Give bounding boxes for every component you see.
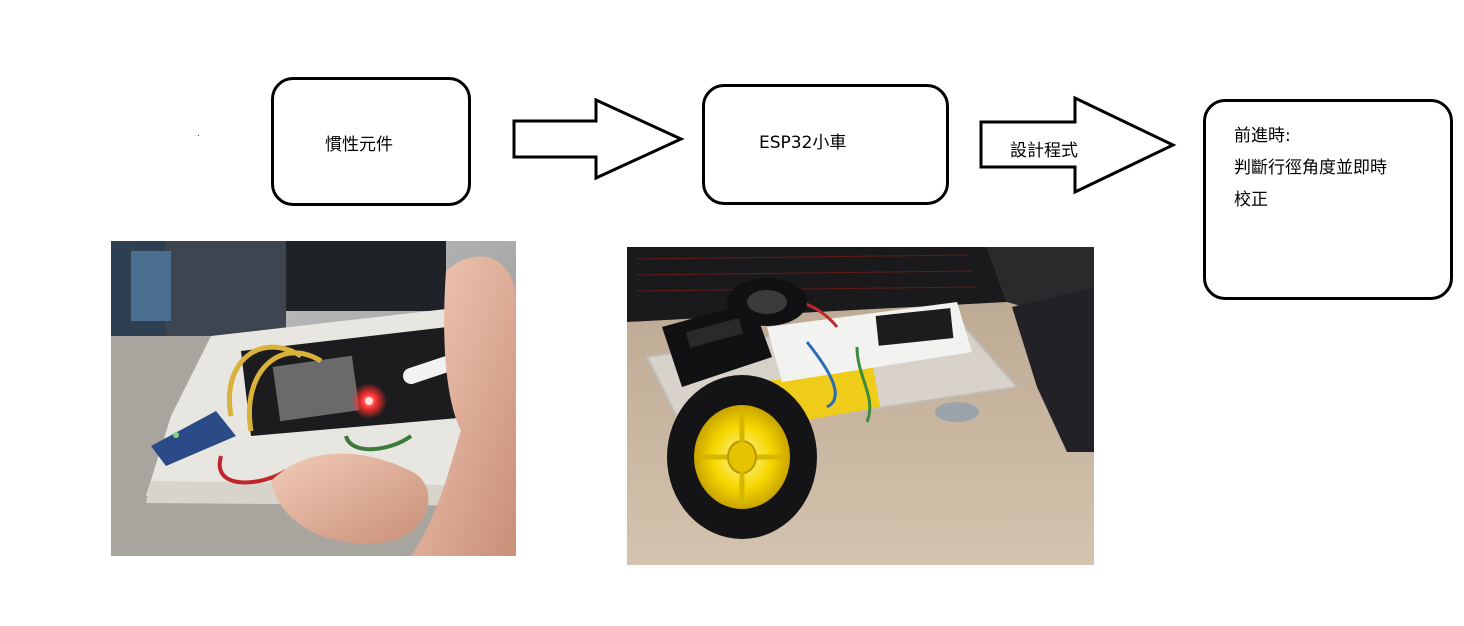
photo-sensor-board-drawing bbox=[111, 241, 516, 556]
node-result-line-2: 判斷行徑角度並即時 bbox=[1234, 158, 1387, 178]
node-car bbox=[702, 84, 949, 205]
photo-robot-car-drawing bbox=[627, 247, 1094, 565]
node-result-line-3: 校正 bbox=[1234, 190, 1268, 210]
stray-dot bbox=[198, 135, 199, 136]
arrow-sensor-to-car bbox=[512, 97, 685, 181]
node-result bbox=[1203, 99, 1453, 300]
node-car-label: ESP32小車 bbox=[759, 133, 847, 153]
node-result-line-1: 前進時: bbox=[1234, 126, 1291, 146]
node-sensor bbox=[271, 77, 471, 206]
photo-sensor-board bbox=[111, 241, 516, 556]
node-result-text: 前進時: 判斷行徑角度並即時 校正 bbox=[1234, 120, 1387, 216]
node-sensor-label: 慣性元件 bbox=[325, 135, 393, 155]
arrow-car-to-result-label: 設計程式 bbox=[1010, 141, 1078, 161]
arrow-car-to-result bbox=[979, 95, 1177, 195]
photo-robot-car bbox=[627, 247, 1094, 565]
